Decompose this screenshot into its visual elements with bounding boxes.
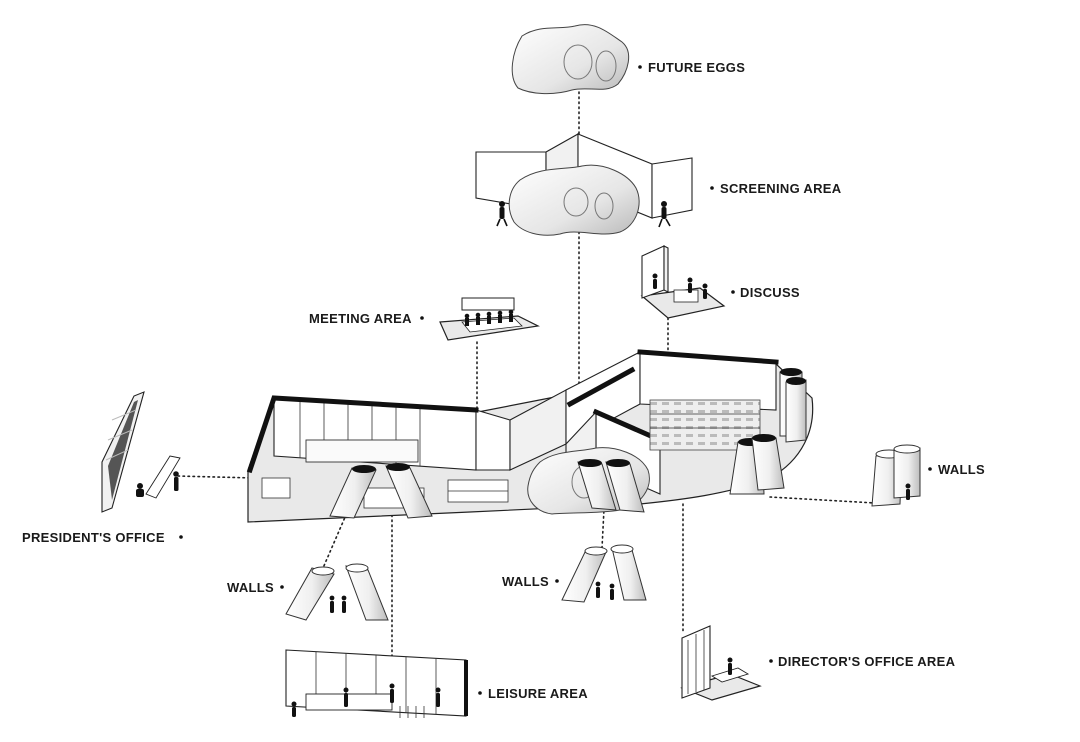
label-screening-area: SCREENING AREA <box>720 181 842 196</box>
walls-left-object <box>285 563 389 621</box>
floor-cylinder <box>577 459 617 511</box>
presidents-office-object <box>101 391 181 513</box>
label-directors-office-area: DIRECTOR'S OFFICE AREA <box>778 654 956 669</box>
future-eggs-object <box>511 24 630 95</box>
screening-area-object <box>475 133 693 236</box>
floor-cylinder <box>785 377 807 443</box>
label-walls-right: WALLS <box>938 462 985 477</box>
floor-cylinder <box>751 434 785 491</box>
labels: FUTURE EGGS SCREENING AREA DISCUSS MEETI… <box>22 60 985 701</box>
walls-center-object <box>561 544 647 603</box>
meeting-area-object <box>439 297 540 341</box>
main-floor-plan <box>246 349 814 523</box>
discuss-object <box>640 245 726 319</box>
label-discuss: DISCUSS <box>740 285 800 300</box>
label-meeting-area: MEETING AREA <box>309 311 412 326</box>
person-figure-icon <box>658 201 671 228</box>
label-leisure-area: LEISURE AREA <box>488 686 588 701</box>
label-future-eggs: FUTURE EGGS <box>648 60 745 75</box>
floor-cylinder <box>605 459 645 513</box>
label-presidents-office: PRESIDENT'S OFFICE <box>22 530 165 545</box>
floor-cylinder <box>385 463 433 519</box>
walls-right-object <box>871 444 921 507</box>
label-walls-left: WALLS <box>227 580 274 595</box>
directors-office-object <box>680 625 762 701</box>
leisure-area-object <box>285 649 468 718</box>
label-walls-center: WALLS <box>502 574 549 589</box>
floor-cylinder <box>329 465 377 519</box>
person-figure-icon <box>496 201 508 227</box>
